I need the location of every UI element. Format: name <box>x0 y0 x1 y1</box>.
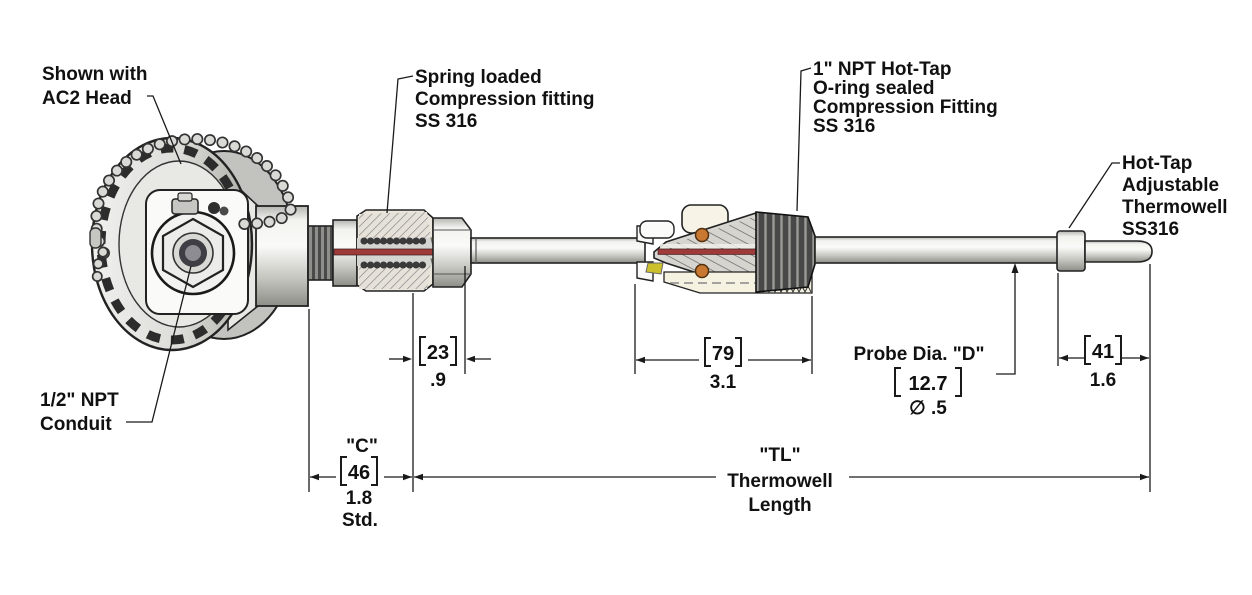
thermowell-nose <box>1084 240 1153 263</box>
sensor-head <box>89 133 309 352</box>
label-hottap-line2: O-ring sealed <box>813 78 934 99</box>
label-head: Shown with AC2 Head <box>42 64 148 109</box>
label-hottap-line4: SS 316 <box>813 116 875 137</box>
leader-lines <box>126 67 1120 423</box>
leader-conduit <box>126 265 192 423</box>
label-thermowell-line1: Hot-Tap <box>1122 153 1192 174</box>
fitting-body-hatch-upper <box>359 212 431 238</box>
dim-23-inch: .9 <box>430 370 446 391</box>
label-spring-line1: Spring loaded <box>415 67 542 88</box>
probe-shaft-right <box>814 236 1059 264</box>
label-hottap-line3: Compression Fitting <box>813 97 998 118</box>
dim-c-note: Std. <box>342 510 378 531</box>
label-conduit-line1: 1/2" NPT <box>40 390 119 411</box>
probe-dia-inch: ∅ .5 <box>909 398 947 419</box>
leader-head <box>147 95 182 165</box>
cone-light-band <box>660 244 756 248</box>
fitting-body-hatch-lower <box>359 266 431 289</box>
clip-tab <box>639 220 675 239</box>
probe-shaft-left <box>470 237 646 264</box>
dim-tl-name: "TL" <box>759 445 800 466</box>
head-top-screw-stem <box>177 192 193 202</box>
label-thermowell-line3: Thermowell <box>1122 197 1228 218</box>
chain-clip <box>89 227 102 249</box>
label-conduit: 1/2" NPT Conduit <box>40 390 119 435</box>
label-thermowell: Hot-Tap Adjustable Thermowell SS316 <box>1122 153 1228 240</box>
hot-tap-fitting <box>636 204 816 294</box>
head-nipple-threads <box>307 225 334 281</box>
label-hot-tap-fitting: 1" NPT Hot-Tap O-ring sealed Compression… <box>813 59 998 137</box>
thermowell-tip <box>1056 230 1153 272</box>
probe-dia-arrow <box>1011 263 1019 273</box>
label-hottap-line1: 1" NPT Hot-Tap <box>813 59 951 80</box>
chain-anchor <box>208 202 220 214</box>
dim-fitting-travel: 23 .9 <box>389 336 491 391</box>
label-head-line1: Shown with <box>42 64 148 85</box>
probe-dia-label: Probe Dia. "D" <box>854 344 985 365</box>
npt-threads <box>755 211 816 293</box>
dim-41-inch: 1.6 <box>1090 370 1116 391</box>
label-conduit-line2: Conduit <box>40 414 112 435</box>
leader-hot-tap-fitting <box>796 67 812 212</box>
dim-thermowell-length: "TL" Thermowell Length <box>414 445 1149 516</box>
dim-79-inch: 3.1 <box>710 372 737 393</box>
label-spring-fitting: Spring loaded Compression fitting SS 316 <box>415 67 594 132</box>
dim-c-length: "C" 46 1.8 Std. <box>310 436 412 531</box>
dim-probe-dia: Probe Dia. "D" 12.7 ∅ .5 <box>854 344 985 419</box>
dim-hot-tap-length: 79 3.1 <box>636 337 811 393</box>
ferrule-left <box>645 262 664 275</box>
leader-spring-fitting <box>386 75 414 214</box>
label-spring-line2: Compression fitting <box>415 89 594 110</box>
leader-probe-dia <box>996 266 1016 375</box>
thermowell-collar <box>1056 230 1086 272</box>
o-ring-upper <box>694 227 710 243</box>
chain-anchor-2 <box>219 206 229 216</box>
conduit-bore-inner <box>185 245 201 261</box>
o-ring-lower <box>694 263 710 279</box>
probe-dia-mm: 12.7 <box>909 373 948 395</box>
label-head-line2: AC2 Head <box>42 88 132 109</box>
extension-lines <box>308 264 1151 492</box>
dim-79-mm: 79 <box>712 343 734 365</box>
sensor-sheath-red-2 <box>657 248 757 255</box>
label-thermowell-line2: Adjustable <box>1122 175 1219 196</box>
dim-tl-line3: Length <box>748 495 811 516</box>
dim-c-name: "C" <box>346 436 378 457</box>
dim-41-mm: 41 <box>1092 341 1114 363</box>
dim-tip-length: 41 1.6 <box>1059 335 1149 391</box>
dim-c-inch: 1.8 <box>346 488 372 509</box>
leader-thermowell <box>1068 162 1120 229</box>
bead-chain <box>89 133 298 288</box>
label-thermowell-line4: SS316 <box>1122 219 1179 240</box>
spring-compression-fitting <box>332 209 472 292</box>
label-spring-line3: SS 316 <box>415 111 477 132</box>
dim-tl-line2: Thermowell <box>727 471 833 492</box>
dim-23-mm: 23 <box>427 342 449 364</box>
dim-c-mm: 46 <box>348 462 370 484</box>
